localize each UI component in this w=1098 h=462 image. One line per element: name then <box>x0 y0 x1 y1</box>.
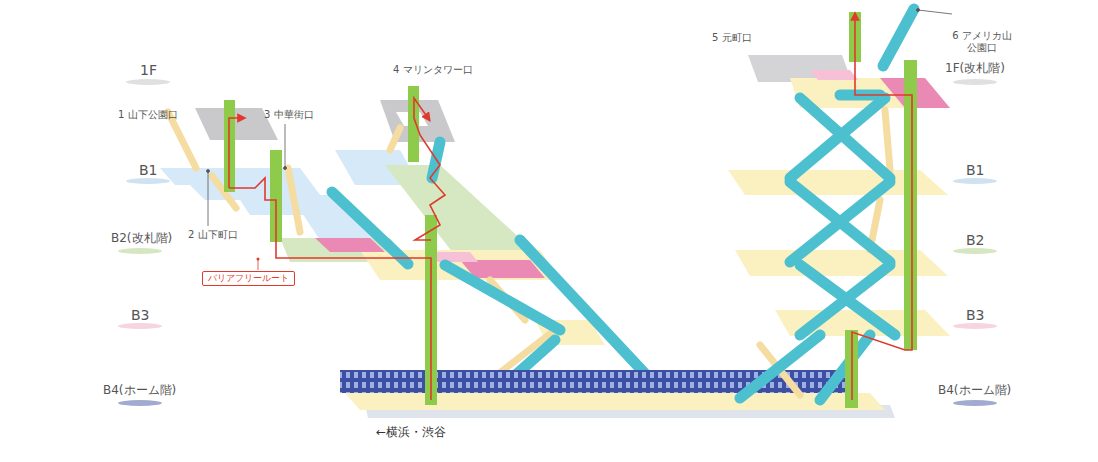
floor-label: B1 <box>966 162 985 178</box>
floor-label: B4(ホーム階) <box>103 384 176 398</box>
floor-label: B2(改札階) <box>111 232 172 246</box>
floor-label: B2 <box>966 232 985 248</box>
exit-label: 5 元町口 <box>712 32 752 44</box>
route-callout-text: バリアフリールート <box>208 273 289 284</box>
floor-label: 1F(改札階) <box>945 62 1005 76</box>
floor-label: B3 <box>131 307 150 323</box>
floor-label: B3 <box>966 307 985 323</box>
floor-label: B1 <box>139 162 158 178</box>
exit-label: 6 アメリカ山 公園口 <box>950 30 1014 53</box>
floor-label: 1F <box>140 62 157 78</box>
exit-label: 4 マリンタワー口 <box>393 64 473 76</box>
route-callout-box: バリアフリールート <box>202 271 295 286</box>
exit-label: 2 山下町口 <box>188 229 238 241</box>
exit-label: 3 中華街口 <box>264 109 314 121</box>
floor-label: B4(ホーム階) <box>938 384 1011 398</box>
exit-label: 1 山下公園口 <box>118 109 178 121</box>
exit-label: ←横浜・渋谷 <box>376 426 446 440</box>
